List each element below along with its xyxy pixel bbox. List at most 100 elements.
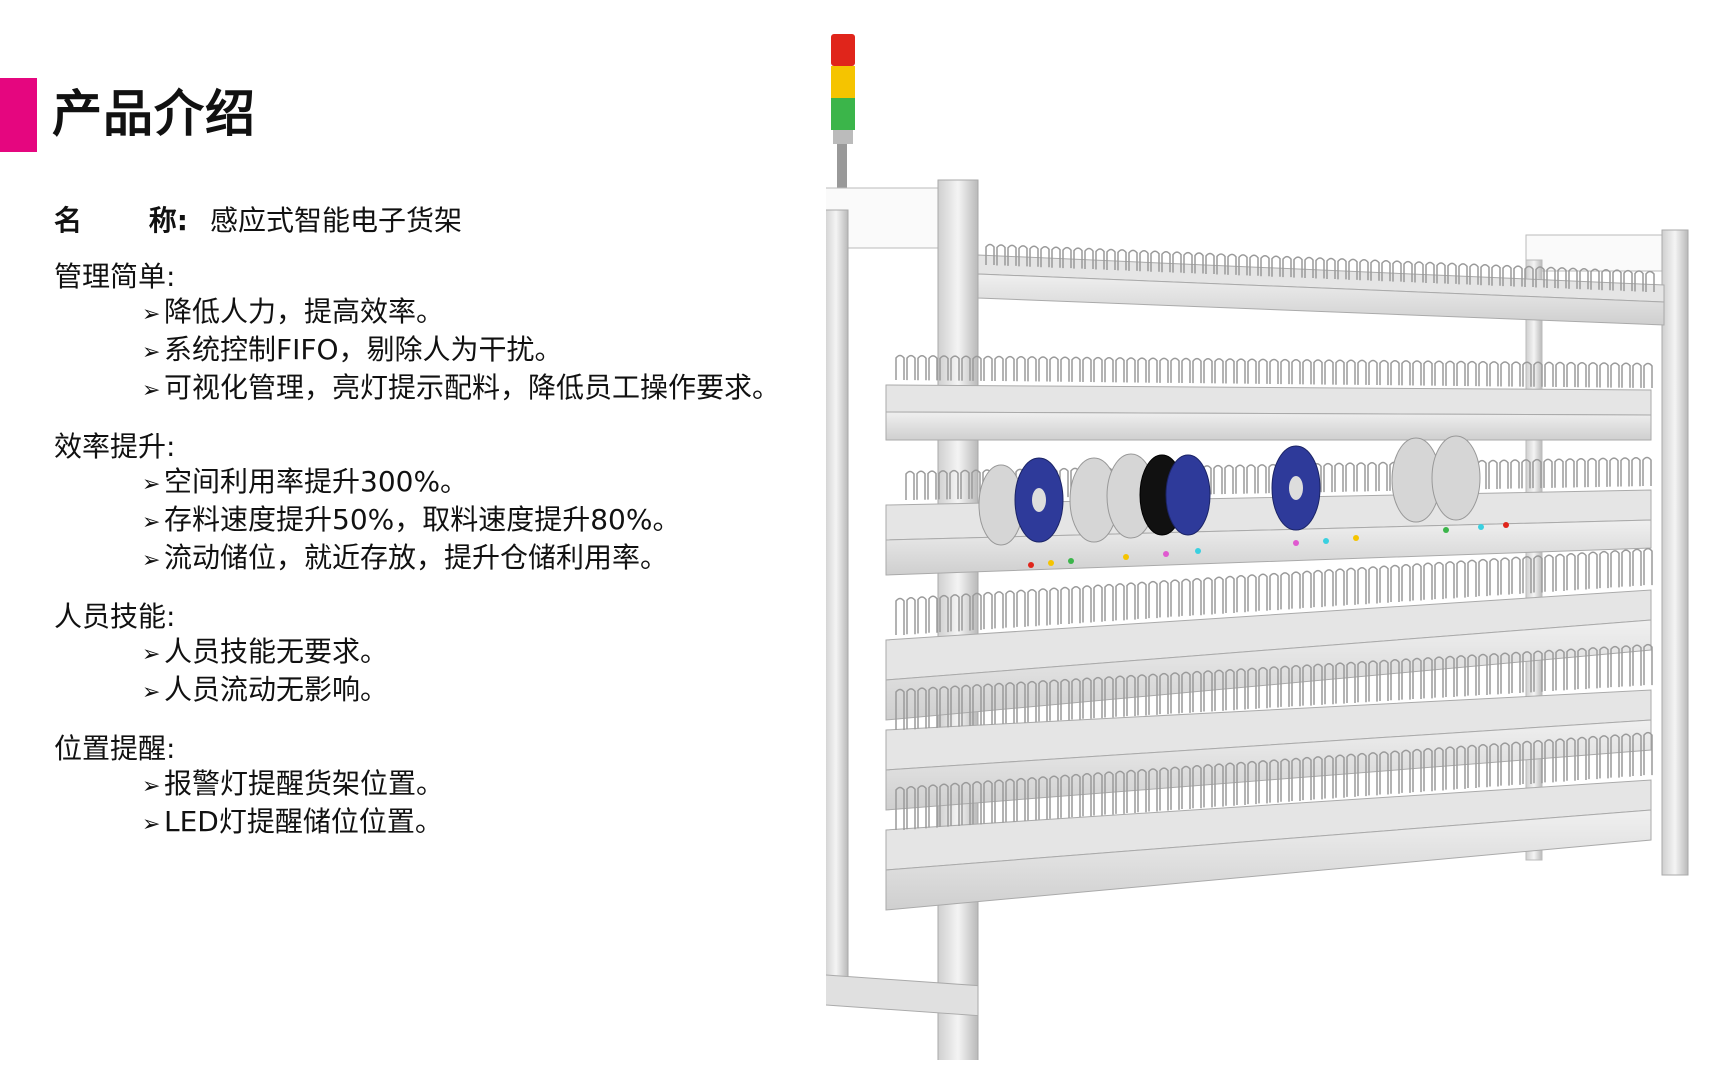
wire-divider <box>1302 359 1312 385</box>
wire-divider <box>994 591 1004 629</box>
wire-divider <box>1555 738 1565 782</box>
wire-divider <box>950 355 960 381</box>
wire-divider <box>1623 269 1633 292</box>
wire-divider <box>1150 250 1160 272</box>
wire-divider <box>1621 549 1631 587</box>
wire-divider <box>1049 775 1059 819</box>
wire-divider <box>1533 739 1543 784</box>
wire-divider <box>1621 362 1631 388</box>
list-item: ➢可视化管理，亮灯提示配料，降低员工操作要求。 <box>54 370 814 408</box>
wire-divider <box>1106 248 1116 270</box>
wire-divider <box>1401 564 1411 602</box>
wire-divider <box>1631 457 1641 487</box>
wire-divider <box>1543 458 1553 488</box>
product-name-label: 名 称: <box>54 204 188 237</box>
wire-divider <box>1302 664 1312 706</box>
wire-divider <box>1060 678 1070 721</box>
wire-divider <box>1456 560 1466 598</box>
wire-divider <box>1071 356 1081 382</box>
wire-divider <box>1183 251 1193 274</box>
wire-divider <box>1247 358 1257 384</box>
wire-divider <box>1390 564 1400 602</box>
wire-divider <box>1599 646 1609 688</box>
wire-divider <box>1423 562 1433 600</box>
wire-divider <box>972 781 982 825</box>
wire-divider <box>1456 360 1466 386</box>
wire-divider <box>917 596 927 634</box>
wire-divider <box>1225 762 1235 806</box>
wire-divider <box>1335 754 1345 798</box>
wire-divider <box>950 782 960 826</box>
wire-divider <box>939 355 949 381</box>
wire-divider <box>1115 675 1125 717</box>
wire-divider <box>917 785 927 829</box>
wire-divider <box>1203 577 1213 615</box>
wire-divider <box>1337 258 1347 280</box>
arrow-bullet-icon: ➢ <box>142 378 161 403</box>
wire-divider <box>972 355 982 381</box>
wire-divider <box>1612 269 1622 291</box>
wire-divider <box>1489 361 1499 387</box>
wire-divider <box>1159 672 1169 715</box>
wire-divider <box>1313 756 1323 800</box>
wire-divider <box>985 243 995 265</box>
list-item: ➢流动储位，就近存放，提升仓储利用率。 <box>54 540 814 578</box>
wire-divider <box>1544 649 1554 692</box>
arrow-bullet-icon: ➢ <box>142 472 161 497</box>
wire-divider <box>1522 740 1532 785</box>
wire-divider <box>1093 584 1103 622</box>
wire-divider <box>1610 645 1620 688</box>
wire-divider <box>1269 358 1279 384</box>
wire-divider <box>1632 362 1642 388</box>
list-item: ➢人员技能无要求。 <box>54 634 814 672</box>
list-item: ➢人员流动无影响。 <box>54 672 814 710</box>
wire-divider <box>1445 746 1455 790</box>
wire-divider <box>1224 464 1234 494</box>
wire-divider <box>1104 356 1114 383</box>
wire-divider <box>983 355 993 381</box>
wire-divider <box>1379 659 1389 701</box>
wire-divider <box>1511 651 1521 694</box>
wire-divider <box>1370 259 1380 281</box>
wire-divider <box>1434 360 1444 386</box>
wire-divider <box>1412 360 1422 386</box>
wire-divider <box>1161 250 1171 273</box>
wire-divider <box>996 244 1006 266</box>
wire-divider <box>1027 680 1037 723</box>
wire-divider <box>1522 555 1532 594</box>
wire-divider <box>1213 464 1223 495</box>
wire-divider <box>1324 569 1334 607</box>
wire-divider <box>1016 777 1026 822</box>
wire-divider <box>1203 670 1213 712</box>
wire-divider <box>1027 777 1037 821</box>
wire-divider <box>1467 654 1477 696</box>
wire-divider <box>1434 656 1444 698</box>
wire-divider <box>1598 457 1608 487</box>
wire-divider <box>1447 262 1457 284</box>
wire-divider <box>1029 245 1039 267</box>
wire-divider <box>1478 653 1488 696</box>
wire-divider <box>1214 669 1224 711</box>
arrow-bullet-icon: ➢ <box>142 680 161 705</box>
wire-divider <box>928 355 938 381</box>
wire-divider <box>1159 580 1169 618</box>
wire-divider <box>939 594 949 633</box>
list-item: ➢降低人力，提高效率。 <box>54 294 814 332</box>
wire-divider <box>961 593 971 631</box>
wire-divider <box>1634 270 1644 292</box>
wire-divider <box>1412 657 1422 699</box>
wire-divider <box>1458 263 1468 285</box>
wire-divider <box>1489 743 1499 787</box>
wire-divider <box>1084 247 1094 270</box>
signal-tower-icon <box>831 34 855 210</box>
wire-divider <box>1643 362 1653 388</box>
wire-divider <box>1577 362 1587 388</box>
wire-divider <box>1469 263 1479 285</box>
wire-divider <box>1126 674 1136 717</box>
wire-divider <box>1291 358 1301 385</box>
wire-divider <box>1357 566 1367 605</box>
wire-divider <box>1632 644 1642 686</box>
wire-divider <box>1181 578 1191 616</box>
wire-divider <box>895 786 905 830</box>
wire-divider <box>1577 736 1587 780</box>
